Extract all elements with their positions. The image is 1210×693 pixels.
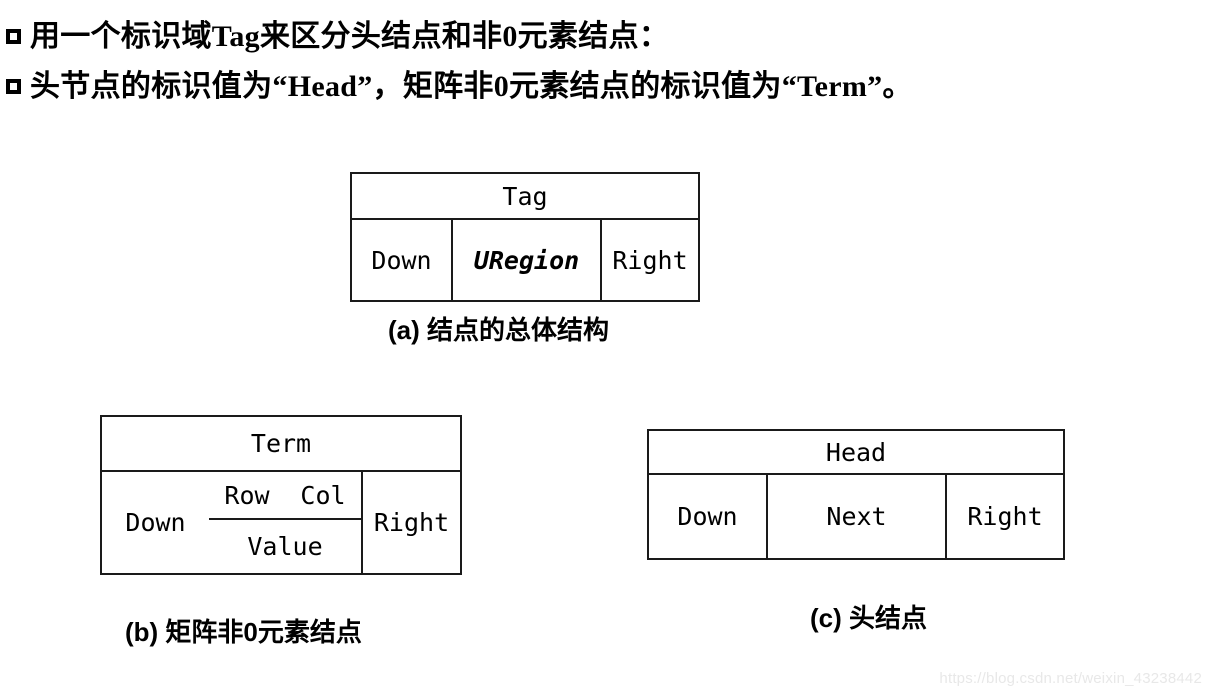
node-b-field-row: Down Row Col Value Right bbox=[102, 472, 460, 573]
node-c-field-row: Down Next Right bbox=[649, 475, 1063, 558]
node-diagram-b-nonzero-element: Term Down Row Col Value Right bbox=[100, 415, 462, 575]
node-c-head-header-cell: Head bbox=[649, 431, 1063, 475]
bullet-item-1: 用一个标识域Tag来区分头结点和非0元素结点： bbox=[0, 18, 1210, 56]
node-b-down-cell: Down bbox=[102, 472, 209, 573]
node-diagram-c-head-node: Head Down Next Right bbox=[647, 429, 1065, 560]
node-a-right-cell: Right bbox=[600, 220, 698, 300]
node-a-tag-header-label: Tag bbox=[502, 181, 548, 211]
node-a-uregion-label: URegion bbox=[473, 245, 580, 275]
bullet-item-2: 头节点的标识值为“Head”，矩阵非0元素结点的标识值为“Term”。 bbox=[0, 68, 1210, 106]
node-c-next-cell: Next bbox=[766, 475, 945, 558]
hollow-square-bullet-icon bbox=[6, 79, 21, 94]
node-c-right-cell: Right bbox=[945, 475, 1063, 558]
watermark-url: https://blog.csdn.net/weixin_43238442 bbox=[939, 670, 1202, 687]
node-a-right-label: Right bbox=[612, 245, 688, 275]
node-b-row-cell: Row bbox=[209, 472, 285, 518]
node-c-down-cell: Down bbox=[649, 475, 766, 558]
node-b-term-header-cell: Term bbox=[102, 417, 460, 472]
node-b-right-label: Right bbox=[373, 508, 450, 537]
node-a-down-cell: Down bbox=[352, 220, 451, 300]
node-a-down-label: Down bbox=[371, 245, 432, 275]
node-b-col-label: Col bbox=[300, 480, 346, 510]
figure-b-caption: (b) 矩阵非0元素结点 bbox=[125, 617, 362, 647]
node-a-field-row: Down URegion Right bbox=[352, 220, 698, 300]
node-c-head-header-label: Head bbox=[825, 437, 887, 467]
bullet-item-1-text: 用一个标识域Tag来区分头结点和非0元素结点： bbox=[30, 20, 670, 53]
node-b-col-cell: Col bbox=[285, 472, 361, 518]
node-b-right-cell: Right bbox=[361, 472, 460, 573]
figure-a-caption: (a) 结点的总体结构 bbox=[388, 315, 610, 345]
bullet-list: 用一个标识域Tag来区分头结点和非0元素结点： 头节点的标识值为“Head”，矩… bbox=[0, 0, 1210, 106]
node-b-row-col-pair: Row Col bbox=[209, 472, 361, 520]
bullet-item-2-text: 头节点的标识值为“Head”，矩阵非0元素结点的标识值为“Term”。 bbox=[30, 70, 913, 103]
node-a-uregion-cell: URegion bbox=[451, 220, 600, 300]
node-a-tag-header-cell: Tag bbox=[352, 174, 698, 220]
node-c-right-label: Right bbox=[967, 502, 1043, 531]
node-b-value-cell: Value bbox=[209, 520, 361, 573]
node-b-term-header-label: Term bbox=[250, 429, 312, 458]
node-b-middle-stack: Row Col Value bbox=[209, 472, 361, 573]
figure-c-caption: (c) 头结点 bbox=[810, 603, 928, 633]
node-b-row-label: Row bbox=[224, 480, 270, 510]
node-c-next-label: Next bbox=[826, 502, 887, 531]
node-diagram-a-general-structure: Tag Down URegion Right bbox=[350, 172, 700, 302]
node-c-down-label: Down bbox=[677, 502, 738, 531]
node-b-down-label: Down bbox=[125, 508, 186, 537]
node-b-value-label: Value bbox=[247, 532, 323, 561]
hollow-square-bullet-icon bbox=[6, 29, 21, 44]
